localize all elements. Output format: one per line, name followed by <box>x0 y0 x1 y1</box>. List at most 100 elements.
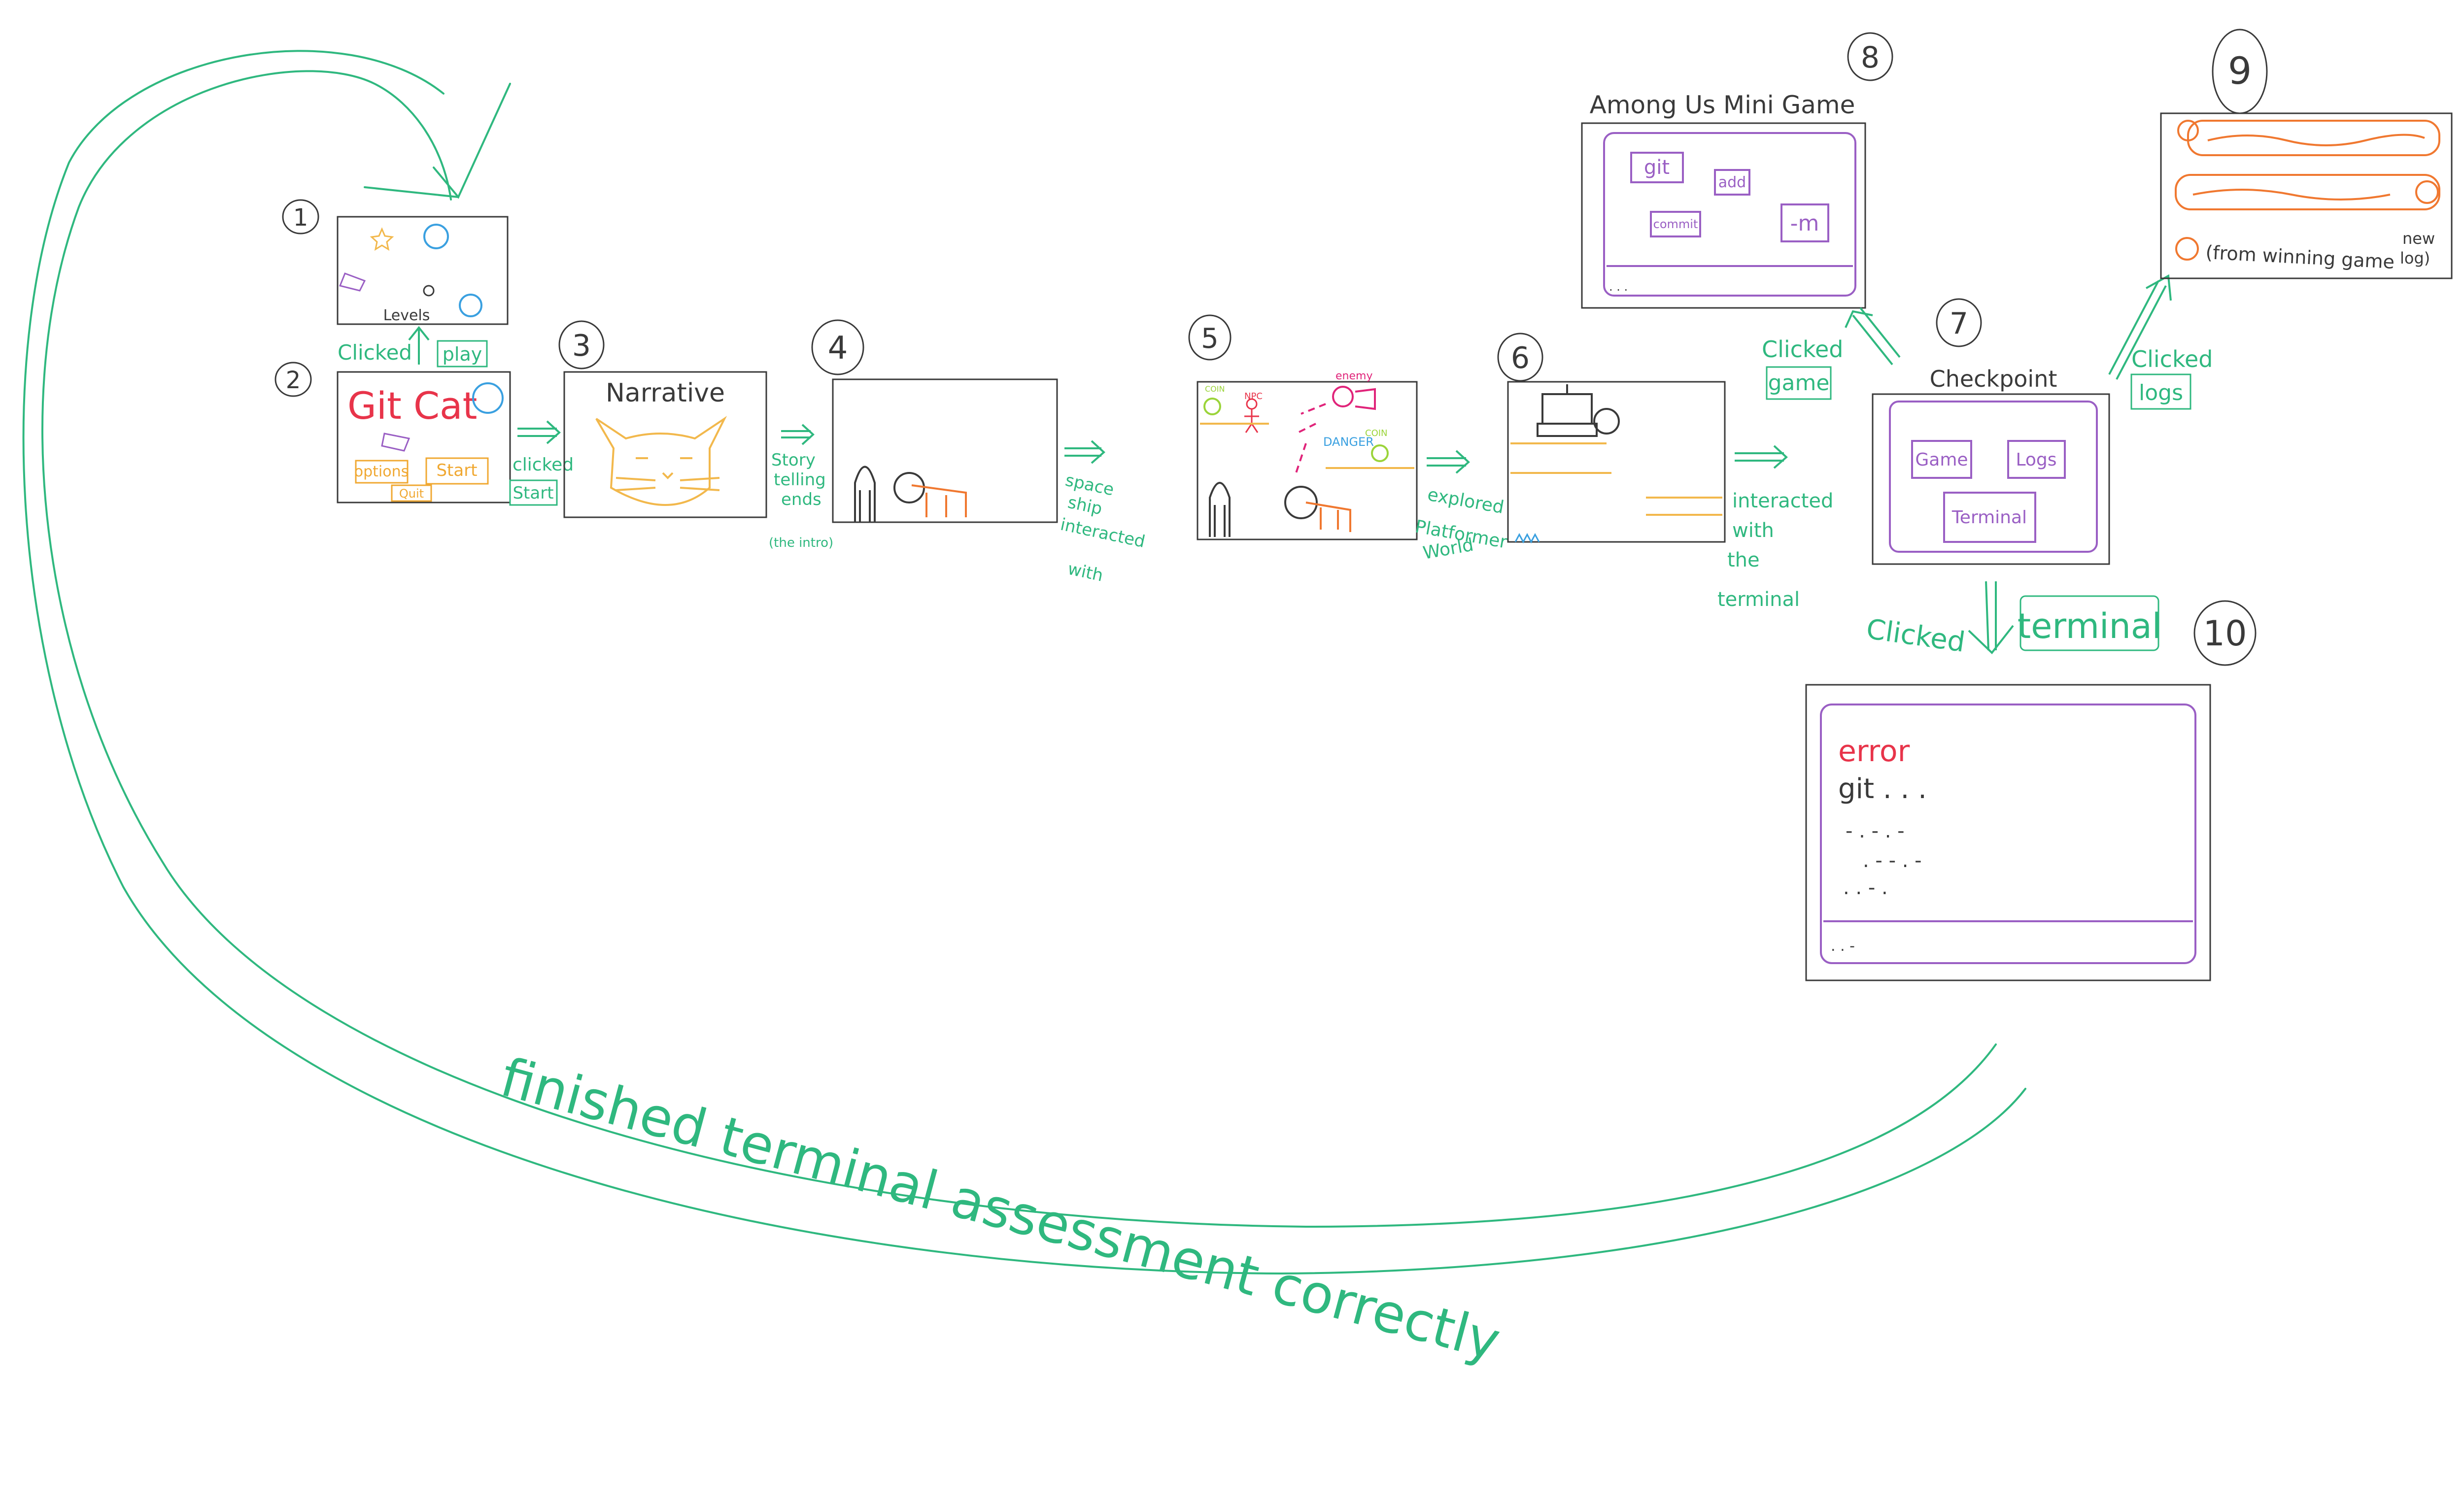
transition-7-10-button-label: terminal <box>2018 606 2161 646</box>
transition-6-7-line-3: the <box>1727 549 1760 571</box>
frame-6-box <box>1507 381 1726 543</box>
frame-1-box <box>337 216 509 325</box>
transition-1-2: Clicked play <box>338 326 488 368</box>
game-title: Git Cat <box>347 384 477 428</box>
frame-6-number: 6 <box>1511 341 1530 375</box>
logs-checkpoint-button-label: Logs <box>2016 450 2056 470</box>
frame-1-levels: 1 Levels <box>282 199 509 325</box>
transition-5-6-line-1: explored <box>1426 484 1505 518</box>
frame-1-number: 1 <box>293 204 308 232</box>
terminal-panel <box>1820 704 2196 964</box>
transition-7-8-label: Clicked <box>1762 336 1843 363</box>
arrow-up-right-icon <box>2108 274 2172 380</box>
transition-7-8-button <box>1766 366 1832 400</box>
transition-4-5: space ship interacted with <box>1059 440 1147 586</box>
double-arrow-icon <box>781 424 815 445</box>
frame-7-checkpoint: 7 Checkpoint Game Logs Terminal <box>1872 298 2110 565</box>
m-flag-token <box>1780 203 1829 242</box>
new-log-text: (from winning game <box>2205 241 2396 273</box>
frame-7-panel <box>1889 401 2098 553</box>
cat-astronaut-icon <box>1284 486 1318 519</box>
down-arrow-icon <box>1968 581 2014 654</box>
frame-9-logs: 9 (from winning game new log) <box>2160 29 2453 279</box>
transition-1-2-button-label: play <box>443 343 482 365</box>
enemy-icon <box>1332 386 1376 410</box>
frame-8-input-dots: . . . <box>1609 280 1628 294</box>
frame-6-terminal-world: 6 <box>1497 333 1726 544</box>
frame-7-number: 7 <box>1950 306 1968 341</box>
frame-5-box <box>1197 381 1418 540</box>
loop-back-label: finished terminal assessment correctly <box>494 1046 1506 1373</box>
frame-4-number-circle <box>811 319 864 375</box>
add-token <box>1714 169 1750 196</box>
frame-3-number-circle <box>558 320 605 369</box>
up-arrow-icon <box>408 326 430 365</box>
transition-7-9-button <box>2130 373 2191 410</box>
frame-9-box <box>2160 112 2453 279</box>
frame-7-box <box>1872 393 2110 565</box>
cat-body-icon <box>1305 502 1351 532</box>
frame-1-label: Levels <box>383 307 430 324</box>
transition-7-9-label: Clicked <box>2131 346 2213 372</box>
new-log-side-2: log) <box>2400 249 2430 268</box>
transition-7-8-button-label: game <box>1768 370 1830 396</box>
double-arrow-icon <box>517 420 561 444</box>
arrow-up-left-icon <box>1845 307 1901 366</box>
transition-3-4-line-4: (the intro) <box>769 536 833 550</box>
quit-menu-button-label: Quit <box>399 487 424 501</box>
spaceship-icon <box>381 433 411 452</box>
enemy-label: enemy <box>1335 370 1372 382</box>
laser-icon <box>1295 403 1326 473</box>
frame-2-number: 2 <box>286 367 301 394</box>
new-log-side-1: new <box>2402 229 2435 248</box>
game-checkpoint-button <box>1911 440 1972 479</box>
cat-astronaut-icon <box>1593 408 1620 435</box>
frame-8-title: Among Us Mini Game <box>1590 91 1855 119</box>
danger-label: DANGER <box>1323 435 1374 449</box>
coin-label: COIN <box>1205 384 1225 394</box>
frame-3-box <box>563 371 767 518</box>
cat-astronaut-icon <box>893 472 925 503</box>
commit-token <box>1650 211 1701 237</box>
transition-1-2-label: Clicked <box>338 340 412 365</box>
transition-7-8: Clicked game <box>1762 307 1901 400</box>
frame-5-number-circle <box>1188 314 1232 361</box>
git-token <box>1630 152 1684 183</box>
transition-4-5-line-4: with <box>1066 559 1105 586</box>
frame-8-box <box>1581 122 1866 309</box>
log-entry-2-scribble <box>2192 189 2391 201</box>
npc-label: NPC <box>1244 391 1263 402</box>
transition-1-2-button <box>437 340 488 368</box>
options-menu-button-label: options <box>354 463 409 480</box>
git-token-label: git <box>1644 156 1670 179</box>
platform-3 <box>1646 497 1722 516</box>
frame-7-number-circle <box>1936 298 1982 347</box>
frame-2-number-circle <box>274 362 312 397</box>
frame-4-box <box>832 378 1058 523</box>
terminal-output-dots: . - - . - <box>1863 849 1922 872</box>
commit-token-label: commit <box>1653 217 1698 231</box>
transition-7-10: Clicked terminal <box>1864 581 2161 659</box>
transition-7-10-label: Clicked <box>1864 613 1967 658</box>
logs-checkpoint-button <box>2007 440 2066 479</box>
transition-2-3-button-label: Start <box>513 483 553 503</box>
planet-icon <box>472 382 504 414</box>
frame-4-spaceship: 4 <box>811 319 1058 523</box>
transition-7-10-button <box>2019 595 2159 651</box>
double-arrow-icon <box>1427 450 1470 474</box>
spaceship-icon <box>339 272 366 292</box>
double-arrow-icon <box>1735 445 1788 469</box>
rocket-icon <box>1209 482 1231 537</box>
frame-6-number-circle <box>1497 333 1543 382</box>
transition-6-7-line-4: terminal <box>1717 588 1800 611</box>
frame-8-number-circle <box>1847 32 1893 81</box>
terminal-command-text: git . . . <box>1838 773 1927 805</box>
frame-8-number: 8 <box>1861 40 1880 75</box>
start-menu-button <box>425 457 489 485</box>
frame-3-title: Narrative <box>606 378 725 408</box>
transition-3-4-line-2: telling <box>774 470 826 490</box>
terminal-output-dots: . . - . <box>1843 876 1888 899</box>
coin-label-2: COIN <box>1365 428 1388 438</box>
frame-8-among-us-mini-game: 8 Among Us Mini Game git add commit -m .… <box>1581 32 1893 309</box>
npc-icon <box>1244 398 1259 433</box>
